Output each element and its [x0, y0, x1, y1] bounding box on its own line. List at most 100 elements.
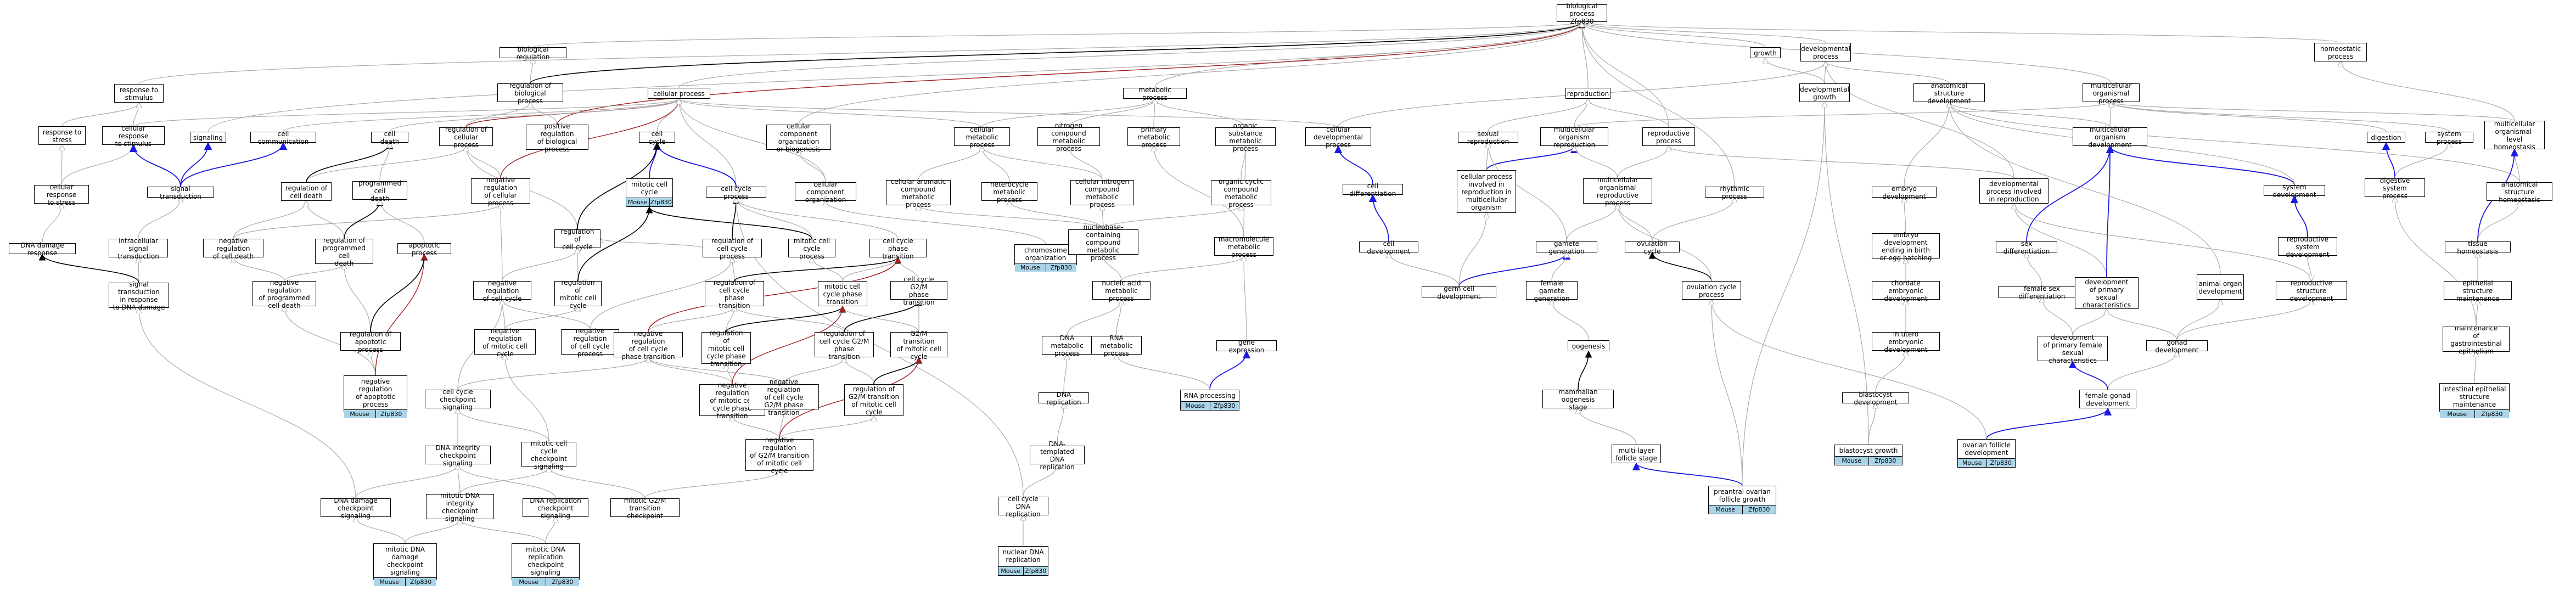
term-devg[interactable]: developmental growth — [1799, 83, 1850, 102]
term-mdrcs[interactable]: mitotic DNA replication checkpoint signa… — [512, 543, 580, 586]
term-ocmp[interactable]: organic cyclic compound metabolic proces… — [1211, 178, 1271, 209]
term-repsd[interactable]: reproductive system development — [2278, 235, 2337, 259]
term-mcod[interactable]: multicellular organism development — [2073, 126, 2147, 149]
term-prbp[interactable]: positive regulation of biological proces… — [526, 122, 588, 153]
term-morp[interactable]: multicellular organismal reproductive pr… — [1583, 176, 1652, 207]
term-blastd[interactable]: blastocyst development — [1842, 391, 1909, 406]
term-dpir[interactable]: developmental process involved in reprod… — [1979, 178, 2049, 204]
term-rg2m[interactable]: regulation of G2/M transition of mitotic… — [844, 384, 903, 416]
term-cmetp[interactable]: cellular metabolic process — [954, 126, 1010, 149]
term-iesm[interactable]: intestinal epithelial structure maintena… — [2439, 383, 2510, 418]
term-nrg2m[interactable]: negative regulation of G2/M transition o… — [745, 436, 813, 475]
term-asd[interactable]: anatomical structure development — [1913, 82, 1985, 105]
term-ccdr[interactable]: cell cycle DNA replication — [998, 495, 1048, 518]
term-hmp[interactable]: heterocycle metabolic process — [981, 181, 1037, 204]
term-mop[interactable]: multicellular organismal process — [2083, 82, 2140, 105]
term-osmp[interactable]: organic substance metabolic process — [1215, 122, 1276, 153]
term-sysdev[interactable]: system development — [2264, 183, 2325, 199]
term-fsd[interactable]: female sex differentiation — [1998, 285, 2086, 300]
term-crtstress[interactable]: cellular response to stress — [34, 183, 89, 206]
term-rcp[interactable]: regulation of cellular process — [439, 126, 493, 149]
term-fgg[interactable]: female gamete generation — [1526, 279, 1578, 302]
term-rccg2m[interactable]: regulation of cell cycle G2/M phase tran… — [815, 330, 874, 361]
term-rhyp[interactable]: rhythmic process — [1705, 185, 1764, 200]
term-cdev[interactable]: cell development — [1359, 240, 1418, 255]
term-dnamp[interactable]: DNA metabolic process — [1042, 334, 1092, 357]
term-gd[interactable]: gonad development — [2146, 339, 2208, 354]
term-mos[interactable]: mammalian oogenesis stage — [1542, 388, 1614, 411]
term-mccpt[interactable]: mitotic cell cycle phase transition — [818, 281, 867, 306]
term-cdevp[interactable]: cellular developmental process — [1305, 126, 1371, 149]
term-nrap[interactable]: negative regulation of apoptotic process… — [344, 375, 407, 418]
term-cpirmo[interactable]: cellular process involved in reproductio… — [1457, 170, 1516, 213]
term-ovc[interactable]: ovulation cycle — [1625, 240, 1680, 255]
term-cc[interactable]: cell cycle — [639, 130, 675, 145]
term-cp[interactable]: cellular process — [648, 88, 710, 99]
term-ap[interactable]: apoptotic process — [397, 241, 451, 257]
term-edbe[interactable]: embryo development ending in birth or eg… — [1872, 231, 1940, 262]
term-pcd[interactable]: programmed cell death — [352, 179, 407, 203]
term-th[interactable]: tissue homeostasis — [2445, 240, 2511, 255]
term-oog[interactable]: oogenesis — [1568, 340, 1609, 351]
term-pmp[interactable]: primary metabolic process — [1127, 126, 1180, 149]
term-gexp[interactable]: gene expression — [1216, 339, 1277, 354]
term-ash[interactable]: anatomical structure homeostasis — [2487, 181, 2552, 204]
term-iued[interactable]: in utero embryonic development — [1872, 330, 1940, 353]
term-drcs[interactable]: DNA replication checkpoint signaling — [523, 497, 588, 520]
term-mlfs[interactable]: multi-layer follicle stage — [1612, 445, 1661, 463]
term-nametp[interactable]: nucleic acid metabolic process — [1092, 279, 1150, 302]
term-ccpt[interactable]: cell cycle phase transition — [869, 237, 927, 260]
term-repp[interactable]: reproductive process — [1642, 127, 1695, 146]
term-breg[interactable]: biological regulation — [500, 46, 566, 61]
term-rtstress[interactable]: response to stress — [38, 126, 86, 145]
term-sexrep[interactable]: sexual reproduction — [1458, 130, 1518, 145]
term-nrcp[interactable]: negative regulation of cellular process — [471, 176, 530, 207]
term-sexdiff[interactable]: sex differentiation — [1996, 240, 2057, 255]
term-dnarep[interactable]: DNA replication — [1039, 391, 1089, 406]
term-mccs[interactable]: mitotic cell cycle checkpoint signaling — [521, 440, 576, 470]
term-ovcp[interactable]: ovulation cycle process — [1682, 281, 1741, 300]
term-rcc[interactable]: regulation of cell cycle — [554, 228, 600, 251]
term-st[interactable]: signal transduction — [147, 185, 214, 200]
term-gcd[interactable]: germ cell development — [1422, 285, 1496, 300]
term-aod[interactable]: animal organ development — [2197, 274, 2244, 300]
term-molh[interactable]: multicellular organismal-level homeostas… — [2484, 120, 2545, 151]
term-mdics[interactable]: mitotic DNA integrity checkpoint signali… — [426, 492, 494, 522]
term-sysp[interactable]: system process — [2425, 130, 2473, 145]
term-cncmp[interactable]: cellular nitrogen compound metabolic pro… — [1070, 178, 1134, 209]
term-repro[interactable]: reproduction — [1565, 88, 1610, 99]
term-ddcs[interactable]: DNA damage checkpoint signaling — [321, 497, 391, 520]
term-esm[interactable]: epithelial structure maintenance — [2444, 279, 2512, 302]
term-gamgen[interactable]: gamete generation — [1536, 240, 1597, 255]
term-carcmp[interactable]: cellular aromatic compound metabolic pro… — [886, 178, 951, 209]
term-cdiff[interactable]: cell differentiation — [1343, 182, 1403, 198]
term-mcorep[interactable]: multicellular organism reproduction — [1540, 126, 1608, 149]
term-rccp[interactable]: regulation of cell cycle process — [703, 237, 762, 260]
term-cccs[interactable]: cell cycle checkpoint signaling — [425, 388, 491, 411]
term-fgd[interactable]: female gonad development — [2079, 390, 2136, 408]
term-mg2mcs[interactable]: mitotic G2/M transition checkpoint — [610, 497, 680, 520]
term-rsd[interactable]: reproductive structure development — [2276, 279, 2347, 302]
term-dpfsc[interactable]: development of primary female sexual cha… — [2038, 334, 2108, 364]
term-ccg2m[interactable]: cell cycle G2/M phase transition — [890, 276, 947, 306]
term-ist[interactable]: intracellular signal transduction — [109, 237, 168, 260]
term-macmp[interactable]: macromolecule metabolic process — [1214, 235, 1273, 259]
term-cco[interactable]: cellular component organization — [795, 181, 856, 204]
term-rts[interactable]: response to stimulus — [114, 84, 164, 103]
term-rccpt[interactable]: regulation of cell cycle phase transitio… — [705, 279, 764, 310]
term-nrccp[interactable]: negative regulation of cell cycle proces… — [561, 327, 619, 358]
term-rcd[interactable]: regulation of cell death — [281, 182, 332, 201]
term-embd[interactable]: embryo development — [1872, 185, 1937, 200]
term-growth[interactable]: growth — [1750, 47, 1781, 58]
term-g2mmcc[interactable]: G2/M transition of mitotic cell cycle — [890, 330, 947, 361]
term-digestion[interactable]: digestion — [2367, 132, 2405, 143]
term-stdna[interactable]: signal transduction in response to DNA d… — [109, 280, 169, 311]
term-mp[interactable]: metabolic process — [1123, 86, 1187, 102]
